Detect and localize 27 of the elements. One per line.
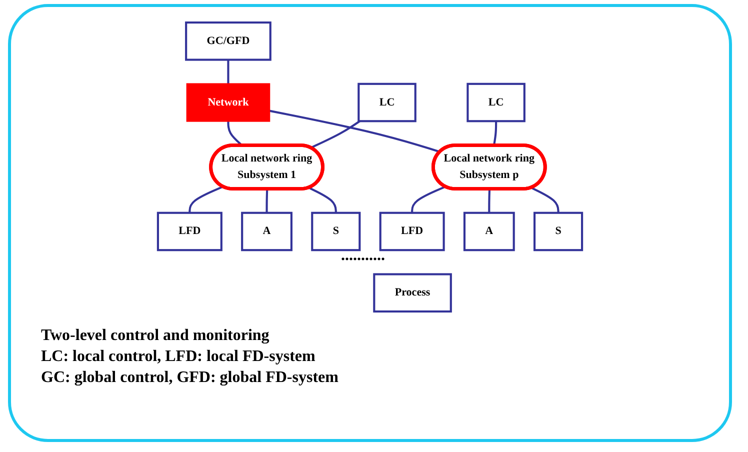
component-box: LFD: [379, 212, 445, 252]
component-box: LFD: [156, 212, 222, 252]
connector: [227, 60, 230, 84]
component-box: Process: [373, 273, 452, 313]
connector: [488, 189, 491, 213]
connector: [530, 186, 560, 213]
component-box: LC: [358, 82, 416, 122]
connector: [227, 121, 244, 146]
subsystem-ring: Local network ring Subsystem p: [431, 144, 547, 190]
component-box: S: [534, 212, 584, 252]
connector: [188, 186, 224, 213]
component-box: GC/GFD: [185, 21, 272, 61]
connector: [266, 189, 268, 213]
component-box: A: [241, 212, 292, 252]
component-box: LC: [466, 82, 526, 122]
connector: [310, 120, 360, 149]
network-bar: Network: [186, 83, 270, 122]
subsystem-ring: Local network ring Subsystem 1: [209, 144, 324, 190]
connector: [411, 186, 446, 213]
component-box: A: [463, 212, 515, 252]
note-text: GC: global control, GFD: global FD-system: [41, 368, 338, 388]
connector: [269, 110, 440, 153]
connector: [492, 121, 498, 146]
note-text: Two-level control and monitoring: [41, 326, 270, 346]
component-box: S: [311, 212, 361, 252]
note-text: LC: local control, LFD: local FD-system: [41, 347, 316, 367]
connector: [308, 186, 337, 213]
